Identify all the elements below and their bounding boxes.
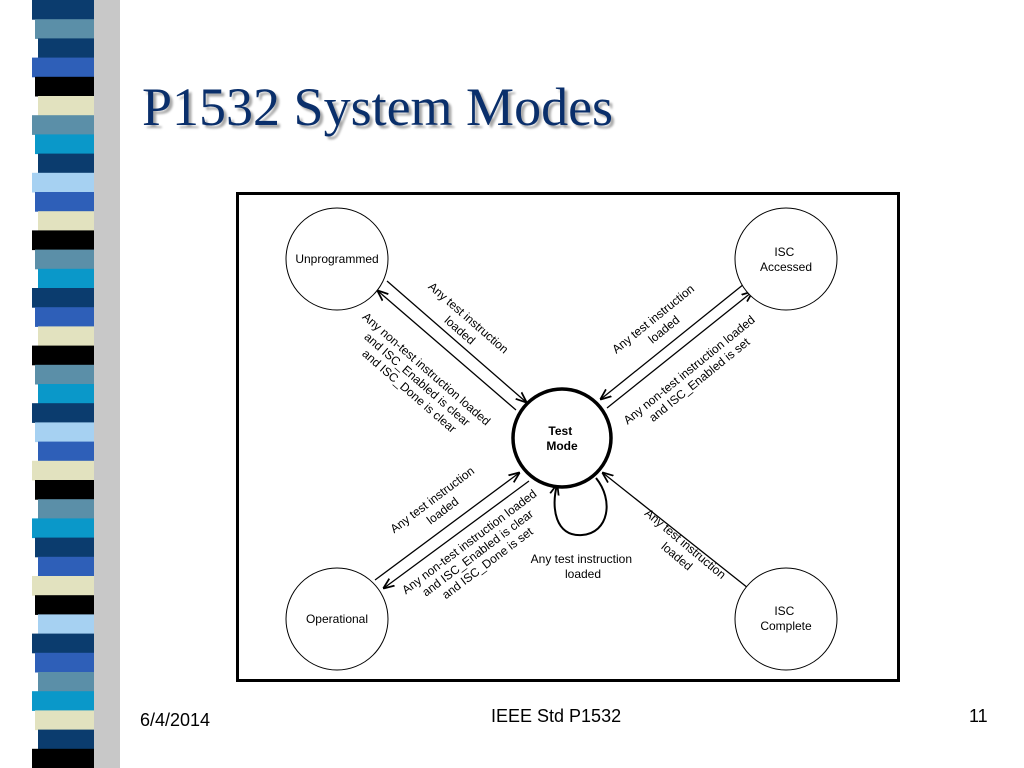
stripe-block: [32, 460, 94, 481]
stripe-block: [38, 556, 94, 577]
stripe-block: [38, 211, 94, 231]
stripe-block: [35, 76, 94, 97]
stripe-block: [32, 172, 94, 193]
stripe-block: [35, 422, 94, 443]
state-isc-complete: ISC Complete: [734, 567, 838, 671]
stripe-block: [35, 19, 94, 39]
label-line: loaded: [565, 567, 601, 581]
transition-test-to-unprog-arrow: [378, 291, 517, 411]
transition-oper-to-test-arrow: [374, 473, 519, 581]
label-line: ISC: [774, 604, 794, 618]
stripe-block: [32, 691, 94, 711]
slide-title: P1532 System Modes: [142, 77, 614, 137]
state-diagram: Unprogrammed ISC Accessed Test Mode Oper…: [236, 192, 900, 682]
stripe-block: [38, 153, 94, 174]
stripe-block: [35, 480, 94, 500]
label-line: Mode: [546, 439, 578, 453]
stripe-block: [32, 230, 94, 251]
stripe-block: [38, 729, 94, 750]
stripe-block: [32, 0, 94, 20]
stripe-block: [35, 192, 94, 212]
stripe-block: [35, 134, 94, 155]
stripe-block: [38, 614, 94, 635]
stripe-block: [38, 326, 94, 347]
stripe-block: [32, 288, 94, 308]
label-line: ISC: [774, 245, 794, 259]
stripe-block: [32, 403, 94, 423]
transition-test-to-oper-arrow: [384, 480, 530, 588]
stripe-block: [35, 249, 94, 270]
stripe-block: [38, 96, 94, 116]
label-line: Operational: [306, 612, 368, 626]
state-isc-accessed: ISC Accessed: [734, 207, 838, 311]
stripe-block: [32, 518, 94, 539]
stripe-block: [38, 268, 94, 289]
stripe-block: [38, 384, 94, 404]
transition-self-loop-arrow: [555, 477, 608, 537]
stripe-block: [32, 57, 94, 78]
stripe-block: [35, 595, 94, 615]
transition-unprog-to-test-arrow: [386, 280, 526, 402]
label-line: Any test instruction: [531, 552, 632, 566]
stripe-block: [32, 115, 94, 135]
stripe-block: [35, 364, 94, 385]
stripe-block: [35, 652, 94, 673]
label-line: and ISC_Enabled is set: [646, 334, 753, 424]
page-number: 11: [969, 706, 988, 726]
stripe-block: [35, 537, 94, 558]
state-test-mode-label: Test Mode: [546, 424, 578, 453]
footer-center-text: IEEE Std P1532: [491, 706, 622, 726]
stripe-block: [38, 38, 94, 59]
state-operational: Operational: [285, 567, 389, 671]
transition-test-to-accessed-arrow: [606, 292, 752, 409]
label-line: Accessed: [760, 260, 812, 274]
transition-label-complete-to-test: Any test instruction loaded: [632, 506, 731, 596]
state-isc-accessed-label: ISC Accessed: [760, 245, 812, 274]
stripe-block: [38, 441, 94, 462]
state-operational-label: Operational: [306, 612, 368, 626]
label-line: Unprogrammed: [295, 252, 378, 266]
label-line: Complete: [760, 619, 812, 633]
transition-label-self-loop: Any test instruction loaded: [531, 552, 636, 581]
state-unprogrammed: Unprogrammed: [285, 207, 389, 311]
state-isc-complete-label: ISC Complete: [760, 604, 812, 633]
footer-date: 6/4/2014: [140, 710, 211, 730]
stripe-block: [35, 710, 94, 731]
stripe-block: [32, 345, 94, 366]
transition-complete-to-test-arrow: [603, 473, 749, 589]
state-test-mode: Test Mode: [511, 387, 613, 489]
stripe-block: [35, 307, 94, 327]
transition-label-unprog-to-test: Any test instruction loaded: [416, 279, 514, 370]
label-line: Test: [548, 424, 572, 438]
decorative-stripe: [32, 0, 120, 768]
state-unprogrammed-label: Unprogrammed: [295, 252, 378, 266]
transition-accessed-to-test-arrow: [601, 283, 745, 399]
stripe-block: [32, 576, 94, 596]
stripe-block: [38, 499, 94, 519]
stripe-block: [32, 748, 94, 768]
stripe-block: [38, 672, 94, 692]
stripe-block: [32, 633, 94, 654]
label-line: and ISC_Enabled is clear: [361, 330, 472, 429]
